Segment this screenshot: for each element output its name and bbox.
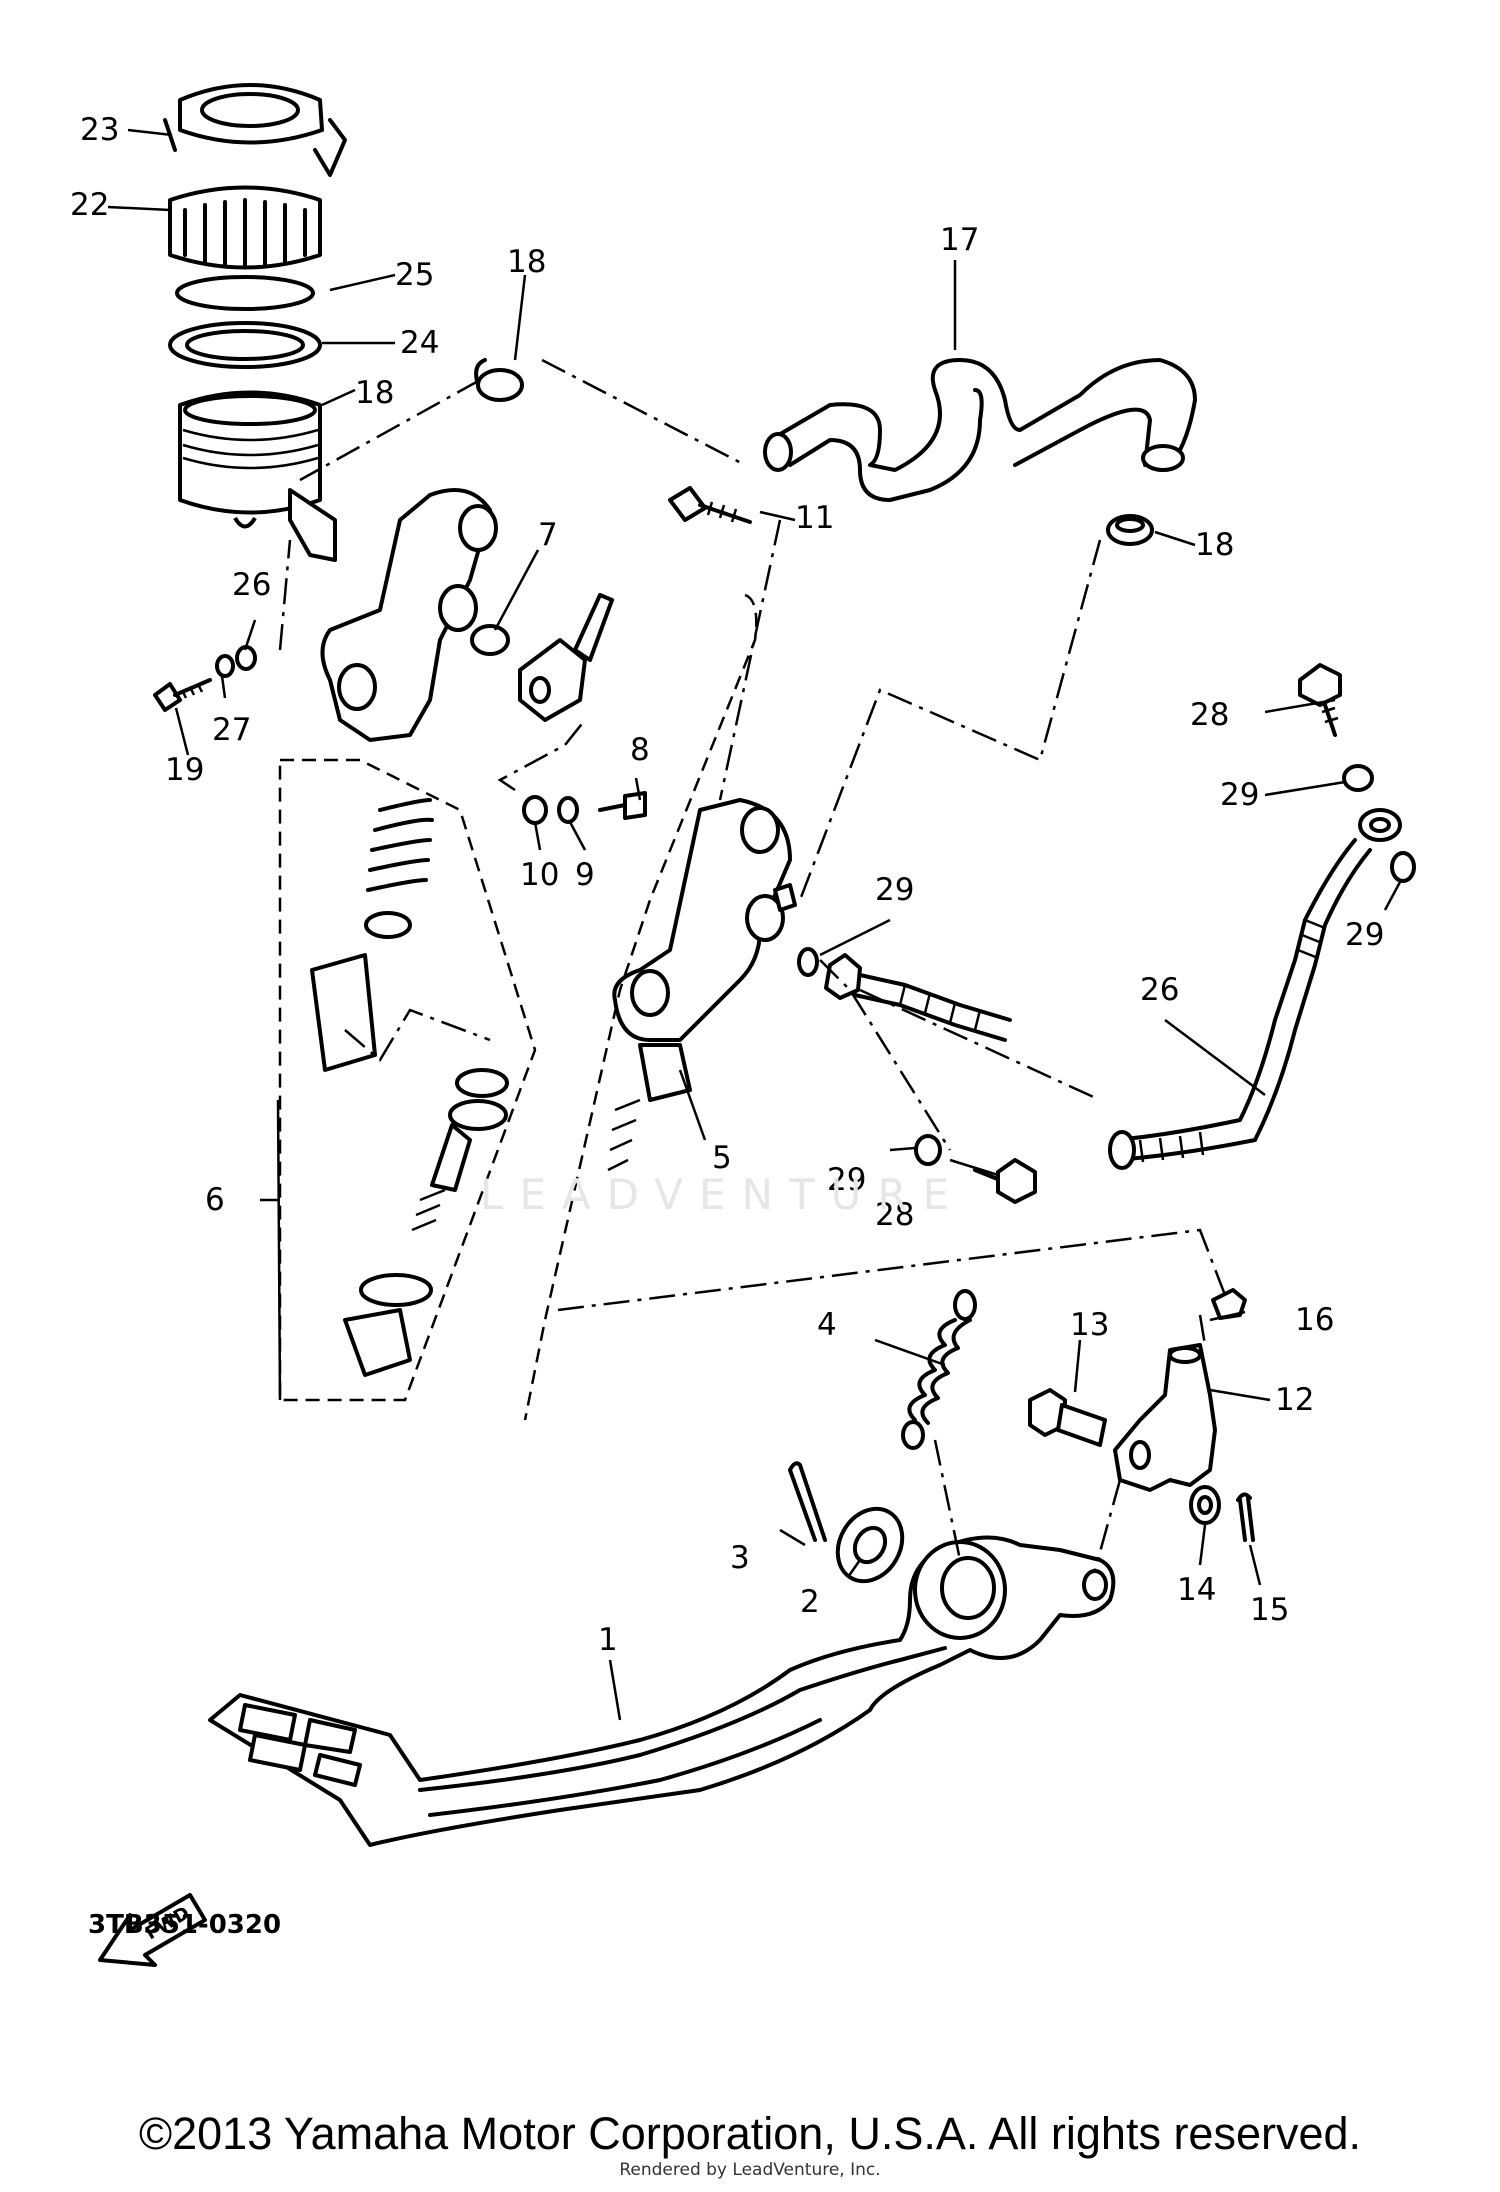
spring-4 — [901, 1289, 977, 1450]
diagram-code: 3TB351-0320 — [88, 1910, 282, 1940]
connector-kit — [344, 1008, 491, 1062]
connector-11 — [718, 519, 782, 801]
connector-hose — [859, 988, 1101, 1102]
ring-25 — [168, 321, 322, 369]
washer-2 — [835, 1506, 905, 1584]
o-ring-7 — [470, 624, 510, 656]
cylinder-body-upper — [320, 488, 498, 742]
clamp-18b — [1106, 514, 1154, 546]
callout-29b: 29 — [1345, 917, 1384, 953]
piston-kit-6 — [310, 798, 509, 1377]
connector-outline — [523, 593, 758, 1421]
washer-14 — [1189, 1485, 1221, 1525]
washer-10 — [522, 795, 548, 825]
nut-16 — [1211, 1288, 1247, 1320]
connector-29 — [819, 959, 952, 1151]
callout-18a: 18 — [507, 244, 546, 280]
leader-lines — [107, 128, 1402, 1721]
callout-28a: 28 — [1190, 697, 1229, 733]
callout-10: 10 — [520, 857, 559, 893]
connector-18b — [798, 539, 1102, 901]
callout-5: 5 — [712, 1140, 732, 1176]
callout-9: 9 — [575, 857, 595, 893]
callout-17: 17 — [940, 222, 979, 258]
callout-1: 1 — [598, 1622, 618, 1658]
watermark: LEADVENTURE — [480, 1170, 966, 1219]
callout-26: 25 — [395, 257, 434, 293]
callout-3: 3 — [730, 1540, 750, 1576]
pin-13 — [1028, 1388, 1107, 1447]
clamp-18a — [474, 358, 524, 402]
diaphragm-26 — [175, 275, 315, 311]
washer-29c — [797, 947, 819, 977]
connector-4 — [933, 1439, 962, 1561]
master-cylinder-5 — [607, 798, 797, 1172]
callout-28b: 28 — [875, 1197, 914, 1233]
connector-7-10 — [497, 719, 586, 792]
hose-17 — [763, 358, 1197, 502]
callout-29c: 29 — [875, 872, 914, 908]
inlet-fitting — [518, 593, 614, 722]
callout-14: 14 — [1177, 1572, 1216, 1608]
brake-hose-27 — [1108, 808, 1402, 1170]
callout-8: 8 — [630, 732, 650, 768]
washer-29a — [1342, 764, 1374, 792]
washer-21 — [215, 654, 235, 678]
screw-20 — [153, 678, 212, 712]
callout-16: 16 — [1295, 1302, 1334, 1338]
callout-20: 19 — [165, 752, 204, 788]
kit-bracket-6 — [278, 758, 537, 1402]
connector-18 — [299, 358, 746, 482]
connector-16 — [557, 1228, 1227, 1312]
callout-19: 18 — [355, 375, 394, 411]
washer-9 — [557, 796, 579, 824]
callout-29a: 29 — [1220, 777, 1259, 813]
rendered-by-notice: Rendered by LeadVenture, Inc. — [619, 2160, 881, 2180]
banjo-bolt-28b — [973, 1158, 1037, 1204]
callout-13: 13 — [1070, 1307, 1109, 1343]
callout-15: 15 — [1250, 1592, 1289, 1628]
callout-7: 7 — [538, 517, 558, 553]
callout-2: 2 — [800, 1584, 820, 1620]
callout-27: 26 — [1140, 972, 1179, 1008]
callout-24: 23 — [80, 112, 119, 148]
reservoir-cap-23 — [168, 185, 322, 270]
cotter-pin-15 — [1236, 1492, 1255, 1542]
callout-22: 26 — [232, 567, 271, 603]
callout-11: 11 — [795, 500, 834, 536]
callout-21: 27 — [212, 712, 251, 748]
callout-25: 24 — [400, 325, 439, 361]
clevis-12 — [1113, 1343, 1217, 1492]
callout-18b: 18 — [1195, 527, 1234, 563]
connector-pedal — [1093, 1479, 1122, 1571]
callout-23: 22 — [70, 187, 109, 223]
bolt-11 — [668, 486, 752, 524]
connector-12 — [1198, 1314, 1207, 1346]
connector-22 — [278, 539, 292, 651]
reservoir-cap-24 — [163, 83, 347, 177]
brake-pedal-1 — [208, 1535, 1116, 1847]
callout-4: 4 — [817, 1307, 837, 1343]
cotter-pin-3 — [788, 1461, 827, 1542]
banjo-bolt-28a — [1298, 663, 1342, 737]
washer-29b — [1390, 851, 1416, 883]
washer-29d — [914, 1134, 942, 1166]
callout-12: 12 — [1275, 1382, 1314, 1418]
reservoir-tank-19 — [178, 390, 337, 562]
callout-29d: 29 — [827, 1162, 866, 1198]
copyright-notice: ©2013 Yamaha Motor Corporation, U.S.A. A… — [138, 2108, 1362, 2159]
callout-6: 6 — [205, 1182, 225, 1218]
hose-fitting — [824, 953, 1012, 1042]
